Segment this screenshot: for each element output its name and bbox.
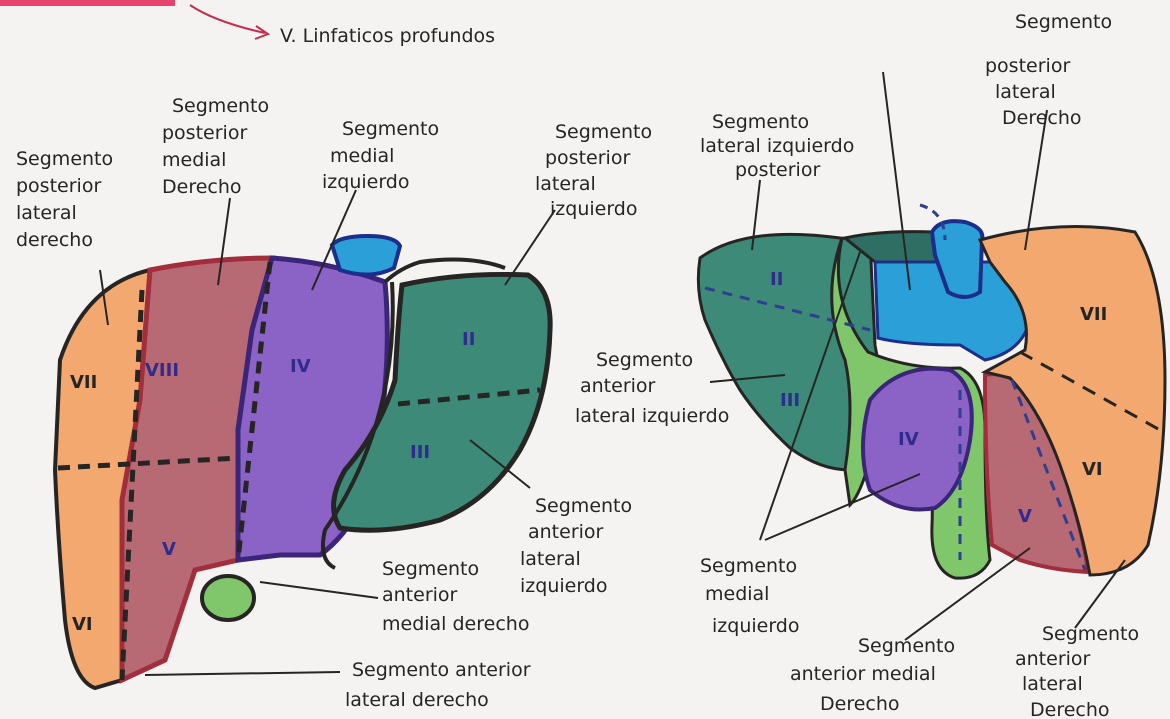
svg-text:Segmento: Segmento xyxy=(712,111,809,133)
svg-text:Segmento: Segmento xyxy=(596,349,693,371)
right-label-anterior-medial-derecho: Segmento anterior medial Derecho xyxy=(790,635,955,715)
right-label-lateral-izquierdo-posterior: Segmento lateral izquierdo posterior xyxy=(700,111,854,181)
left-label-medial-izquierdo: Segmento medial izquierdo xyxy=(322,118,439,193)
svg-text:Segmento: Segmento xyxy=(1042,623,1139,645)
right-label-anterior-lateral-izquierdo: Segmento anterior lateral izquierdo xyxy=(575,349,729,427)
right-numeral-iii: III xyxy=(780,390,800,411)
svg-text:anterior: anterior xyxy=(382,584,458,606)
svg-text:anterior: anterior xyxy=(1015,648,1091,670)
arrow-line xyxy=(190,5,265,33)
svg-text:anterior: anterior xyxy=(528,521,604,543)
svg-text:Segmento anterior: Segmento anterior xyxy=(352,659,531,681)
left-numeral-iii: III xyxy=(410,442,430,463)
left-numeral-iv: IV xyxy=(290,356,311,377)
left-label-anterior-medial-derecho: Segmento anterior medial derecho xyxy=(382,558,529,635)
svg-text:medial derecho: medial derecho xyxy=(382,613,529,635)
left-numeral-vii: VII xyxy=(70,372,97,393)
svg-text:anterior: anterior xyxy=(580,375,656,397)
lymph-label: V. Linfaticos profundos xyxy=(280,25,495,47)
svg-text:posterior: posterior xyxy=(985,55,1070,77)
svg-text:lateral derecho: lateral derecho xyxy=(345,689,489,711)
svg-text:Segmento: Segmento xyxy=(1015,11,1112,33)
left-label-posterior-lateral-derecho: Segmento posterior lateral derecho xyxy=(16,148,113,251)
svg-text:lateral izquierdo: lateral izquierdo xyxy=(575,405,729,427)
left-numeral-ii: II xyxy=(462,329,475,350)
right-numeral-ii: II xyxy=(770,269,783,290)
svg-text:posterior: posterior xyxy=(162,122,247,144)
svg-text:Segmento: Segmento xyxy=(858,635,955,657)
right-label-anterior-lateral-derecho: Segmento anterior lateral Derecho xyxy=(1015,623,1139,719)
left-numeral-vi: VI xyxy=(72,614,93,635)
svg-text:Derecho: Derecho xyxy=(1002,107,1082,129)
left-numeral-v: V xyxy=(162,539,176,560)
right-label-medial-izquierdo: Segmento medial izquierdo xyxy=(700,555,800,637)
left-label-anterior-lateral-izquierdo: Segmento anterior lateral izquierdo xyxy=(520,495,632,597)
svg-text:medial: medial xyxy=(705,583,769,605)
svg-text:Segmento: Segmento xyxy=(555,121,652,143)
svg-text:lateral: lateral xyxy=(520,548,581,570)
svg-text:Derecho: Derecho xyxy=(1030,699,1110,719)
right-numeral-v: V xyxy=(1018,506,1032,527)
left-label-posterior-medial-derecho: Segmento posterior medial Derecho xyxy=(162,95,269,198)
svg-text:izquierdo: izquierdo xyxy=(712,615,800,637)
left-gallbladder xyxy=(202,576,254,620)
right-numeral-vi: VI xyxy=(1082,459,1103,480)
right-numeral-iv: IV xyxy=(898,429,919,450)
left-label-anterior-lateral-derecho: Segmento anterior lateral derecho xyxy=(345,659,531,711)
svg-text:Segmento: Segmento xyxy=(700,555,797,577)
svg-text:Segmento: Segmento xyxy=(535,495,632,517)
svg-text:Segmento: Segmento xyxy=(172,95,269,117)
svg-text:lateral: lateral xyxy=(16,202,77,224)
svg-text:izquierdo: izquierdo xyxy=(322,171,410,193)
svg-text:anterior medial: anterior medial xyxy=(790,663,936,685)
svg-text:Derecho: Derecho xyxy=(820,693,900,715)
left-pointer-6 xyxy=(260,582,378,598)
svg-text:lateral izquierdo: lateral izquierdo xyxy=(700,135,854,157)
left-numeral-viii: VIII xyxy=(145,360,179,381)
svg-text:posterior: posterior xyxy=(735,159,820,181)
svg-text:izquierdo: izquierdo xyxy=(520,575,608,597)
svg-text:lateral: lateral xyxy=(535,173,596,195)
right-label-posterior-lateral-derecho: Segmento posterior lateral Derecho xyxy=(985,11,1112,129)
svg-text:lateral: lateral xyxy=(1022,673,1083,695)
left-pointer-7 xyxy=(145,672,340,675)
svg-text:Segmento: Segmento xyxy=(342,118,439,140)
svg-text:derecho: derecho xyxy=(16,229,93,251)
right-numeral-vii: VII xyxy=(1080,304,1107,325)
svg-text:lateral: lateral xyxy=(995,81,1056,103)
svg-text:posterior: posterior xyxy=(545,147,630,169)
svg-text:Derecho: Derecho xyxy=(162,176,242,198)
svg-text:posterior: posterior xyxy=(16,175,101,197)
svg-text:Segmento: Segmento xyxy=(16,148,113,170)
left-label-posterior-lateral-izquierdo: Segmento posterior lateral izquierdo xyxy=(535,121,652,220)
svg-text:medial: medial xyxy=(330,145,394,167)
svg-text:Segmento: Segmento xyxy=(382,558,479,580)
header-highlight xyxy=(0,0,175,6)
svg-text:izquierdo: izquierdo xyxy=(550,198,638,220)
left-ivc xyxy=(332,236,400,275)
svg-text:medial: medial xyxy=(162,149,226,171)
